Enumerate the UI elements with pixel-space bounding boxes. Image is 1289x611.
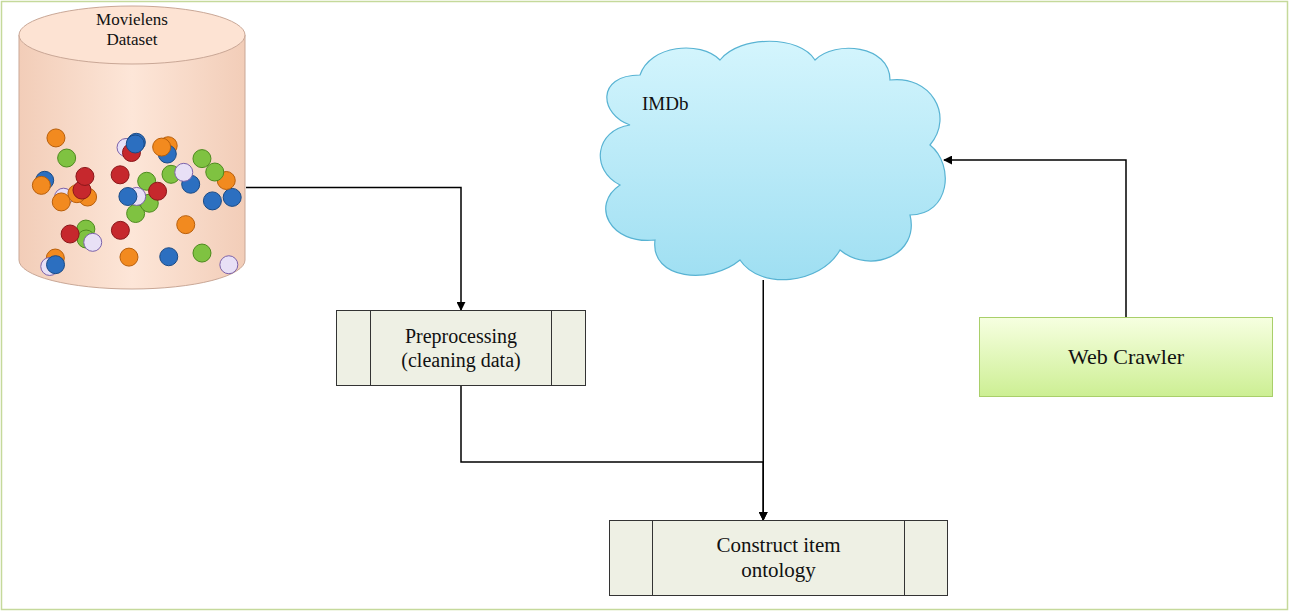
node-label: Movielens Dataset [76,10,188,51]
data-ball [203,192,221,210]
cylinder-body [19,35,245,289]
data-ball [206,163,224,181]
data-ball [111,166,129,184]
data-ball [223,188,241,206]
node-label: Preprocessing (cleaning data) [375,324,547,372]
data-ball [58,149,76,167]
process-box: Preprocessing (cleaning data) [336,310,586,386]
node-label: IMDb [642,93,688,116]
data-ball [52,193,70,211]
process-bar [370,311,371,385]
data-ball [120,248,138,266]
cloud-shape [590,35,950,285]
data-ball [47,256,65,274]
data-ball [153,138,171,156]
data-ball [111,221,129,239]
data-ball [175,163,193,181]
web-cloud: IMDb [590,35,950,285]
flow-arrow [246,187,461,310]
process-bar [904,521,905,595]
data-ball [193,244,211,262]
dataset-cylinder: Movielens Dataset [18,5,246,290]
flow-arrow [762,280,764,520]
data-ball [160,248,178,266]
data-ball [47,129,65,147]
node-label: Web Crawler [1068,344,1184,370]
process-box: Construct item ontology [609,520,948,596]
node-label: Construct item ontology [694,533,864,583]
cylinder-top [19,6,245,64]
process-bar [652,521,653,595]
flow-arrow [944,160,1126,317]
data-ball [177,216,195,234]
process-bar [551,311,552,385]
data-ball [193,150,211,168]
cloud-outline [600,41,945,279]
data-ball [119,188,137,206]
data-ball [126,135,144,153]
crawler-box: Web Crawler [979,317,1273,397]
flow-arrow [461,386,763,520]
data-ball [61,225,79,243]
data-ball [84,233,102,251]
data-ball [76,167,94,185]
data-ball [32,176,50,194]
data-ball [149,182,167,200]
data-ball [220,256,238,274]
